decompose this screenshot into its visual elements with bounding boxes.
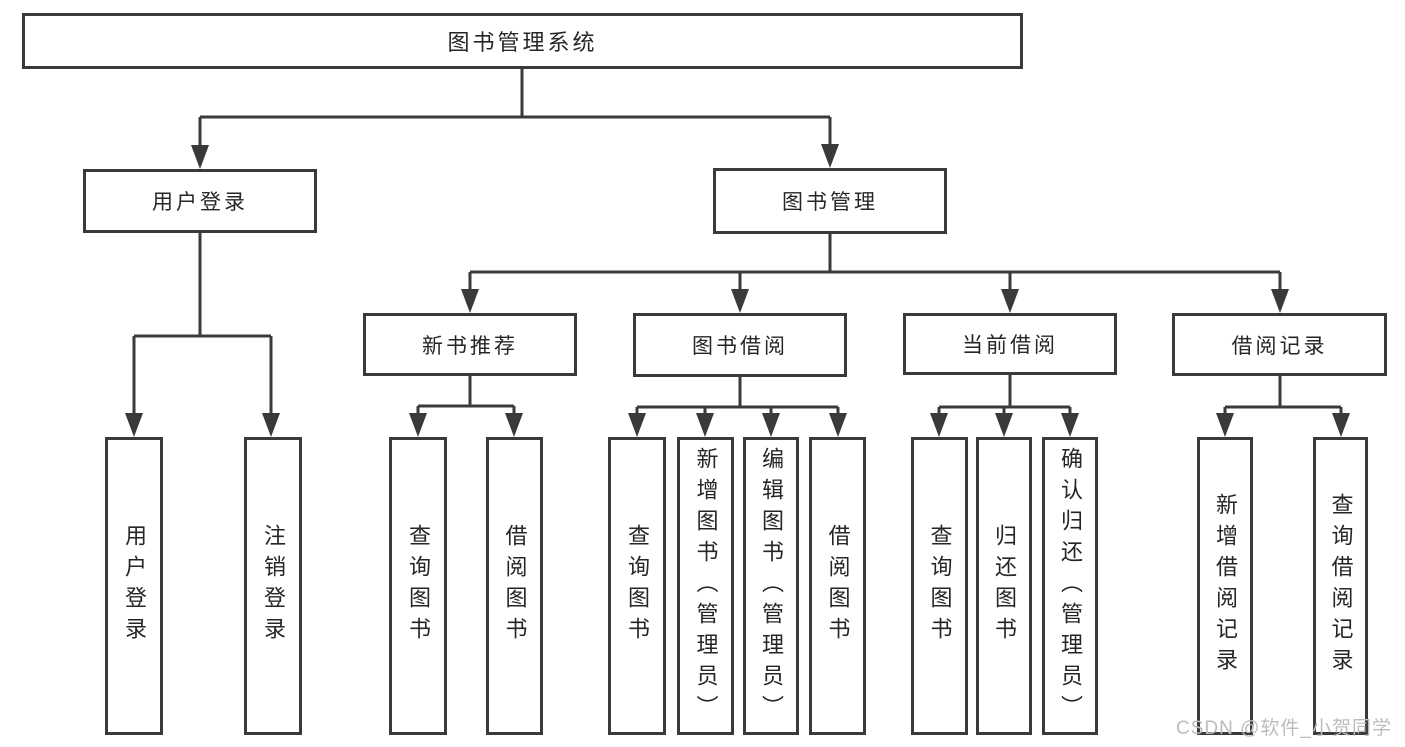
node-label: 查询图书 [927,524,953,648]
node-label: 新增借阅记录 [1213,493,1238,679]
node-new-book-rec: 新书推荐 [363,313,577,376]
node-label: 新书推荐 [422,334,518,358]
leaf-logout: 注销登录 [244,437,302,735]
leaf-cb-query-books: 查询图书 [911,437,968,735]
node-label: 注销登录 [261,524,286,648]
node-label: 借阅图书 [825,524,851,648]
node-borrow-records: 借阅记录 [1172,313,1387,376]
node-book-borrow: 图书借阅 [633,313,847,377]
node-label: 查询图书 [625,524,650,648]
node-root: 图书管理系统 [22,13,1023,69]
node-current-borrow: 当前借阅 [903,313,1117,375]
node-label: 查询借阅记录 [1328,493,1354,679]
leaf-nb-query-books: 查询图书 [389,437,447,735]
leaf-cb-confirm-return: 确认归还（管理员） [1042,437,1098,735]
node-label: 借阅记录 [1231,334,1328,358]
node-label: 当前借阅 [962,334,1058,357]
leaf-nb-borrow-books: 借阅图书 [486,437,543,735]
node-label: 新增图书（管理员） [693,446,719,726]
node-label: 用户登录 [122,524,147,648]
leaf-bb-query-books: 查询图书 [608,437,666,735]
node-label: 确认归还（管理员） [1058,446,1083,726]
csdn-watermark: CSDN @软件_小贺同学 [1176,718,1392,739]
node-user-login: 用户登录 [83,169,317,233]
node-label: 借阅图书 [502,524,528,648]
leaf-cb-return-books: 归还图书 [976,437,1032,735]
node-label: 编辑图书（管理员） [759,446,784,726]
leaf-user-login: 用户登录 [105,437,163,735]
node-label: 图书管理系统 [447,30,598,55]
node-label: 归还图书 [992,524,1017,648]
leaf-bb-edit-books: 编辑图书（管理员） [743,437,799,735]
node-label: 查询图书 [406,524,431,648]
node-label: 图书管理 [782,191,878,214]
leaf-bb-borrow-books: 借阅图书 [809,437,866,735]
node-book-mgmt: 图书管理 [713,168,947,234]
leaf-br-query-record: 查询借阅记录 [1313,437,1368,735]
node-label: 用户登录 [152,191,248,214]
leaf-bb-add-books: 新增图书（管理员） [677,437,734,735]
node-label: 图书借阅 [692,335,788,358]
leaf-br-add-record: 新增借阅记录 [1197,437,1253,735]
